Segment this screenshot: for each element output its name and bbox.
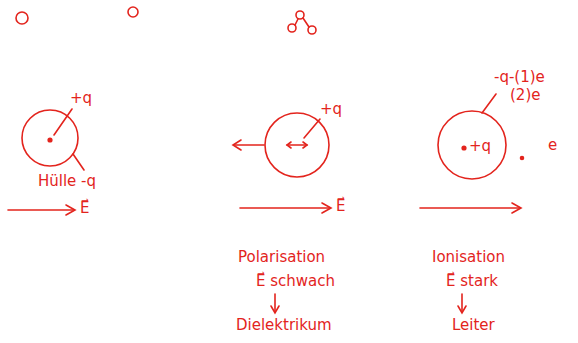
atom-sketch bbox=[128, 7, 138, 17]
annotation: e bbox=[548, 136, 557, 154]
down-arrow bbox=[271, 294, 279, 313]
annotation: -q-(1)e bbox=[494, 68, 545, 86]
annotation: Polarisation bbox=[238, 248, 325, 266]
annotation: Leiter bbox=[452, 316, 495, 334]
field-arrow bbox=[240, 203, 331, 213]
annotation: +q bbox=[320, 100, 342, 118]
annotation: (2)e bbox=[510, 86, 540, 104]
annotation: E⃗ bbox=[80, 199, 89, 217]
annotation: Hülle -q bbox=[38, 172, 96, 190]
nucleus-dot bbox=[48, 138, 52, 142]
leader-line bbox=[304, 119, 320, 138]
atom-shell bbox=[265, 113, 329, 177]
electron-dot bbox=[521, 157, 524, 160]
annotation: +q bbox=[70, 89, 92, 107]
nucleus-dot bbox=[462, 146, 466, 150]
leader-line bbox=[73, 154, 84, 170]
leader-line bbox=[482, 94, 496, 113]
leader-line bbox=[54, 109, 72, 135]
down-arrow bbox=[458, 294, 466, 313]
field-arrow bbox=[8, 205, 75, 215]
atom-shell bbox=[22, 110, 78, 166]
molecule-sketch bbox=[288, 11, 316, 34]
field-arrow bbox=[420, 203, 521, 213]
annotation: Ionisation bbox=[432, 248, 505, 266]
annotation: Dielektrikum bbox=[236, 316, 332, 334]
atom-shell bbox=[438, 111, 506, 179]
dipole-arrow bbox=[287, 142, 307, 148]
annotation: E⃗ bbox=[336, 197, 345, 215]
annotation: +q bbox=[469, 137, 491, 155]
annotation: E⃗ schwach bbox=[256, 272, 335, 290]
displacement-arrow bbox=[233, 140, 264, 150]
annotation: E⃗ stark bbox=[446, 272, 498, 290]
atom-sketch bbox=[16, 12, 28, 24]
